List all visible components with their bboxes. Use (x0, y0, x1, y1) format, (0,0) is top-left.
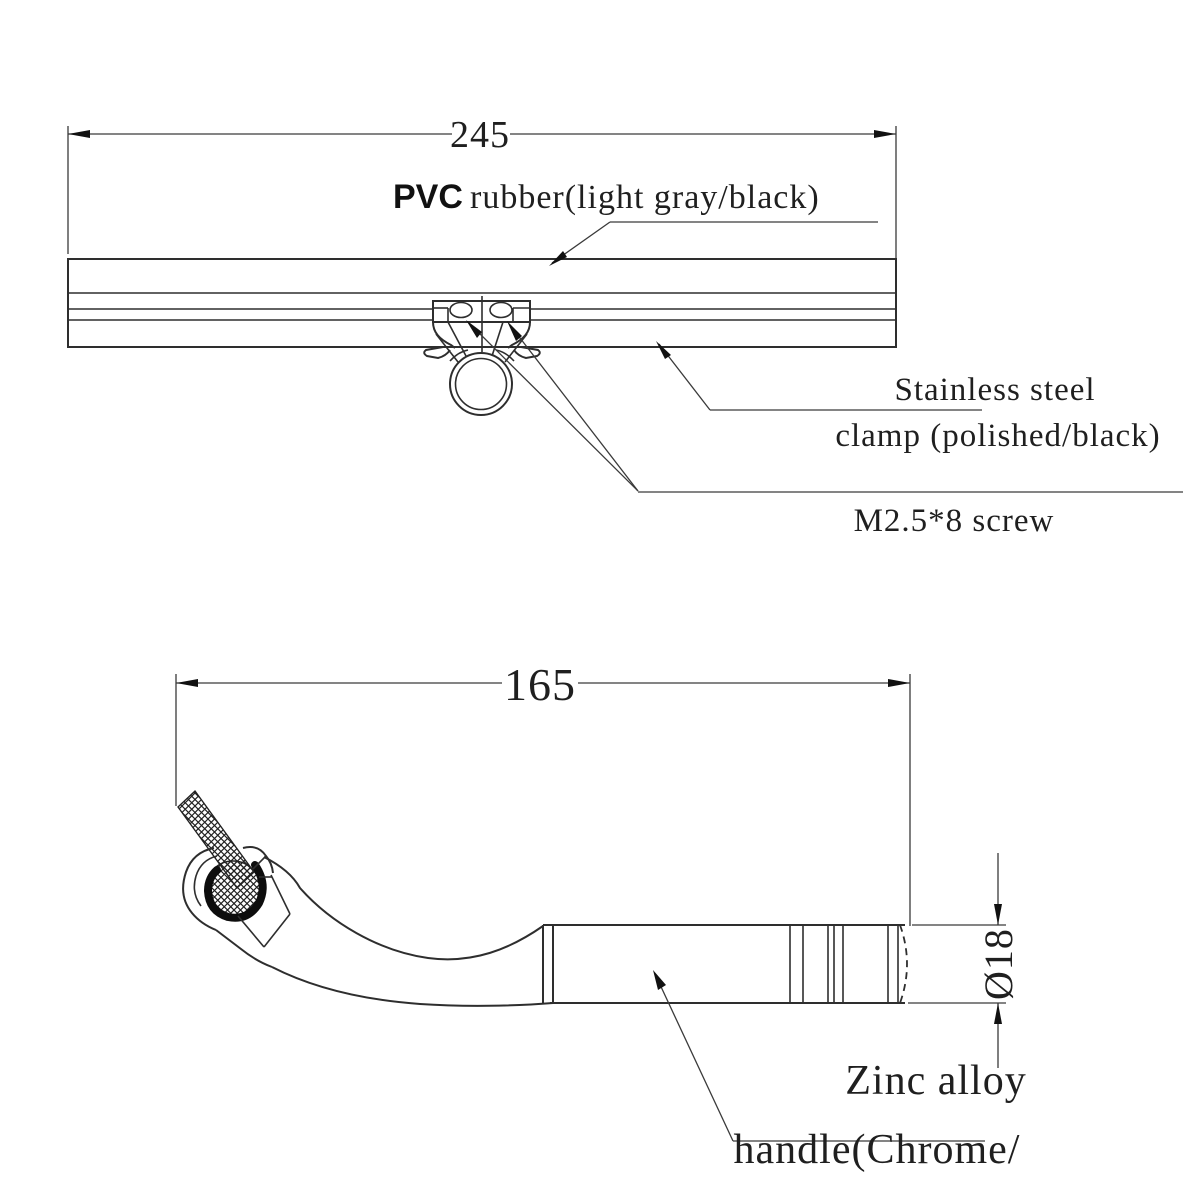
clamp-wing-right (513, 346, 541, 360)
bottom-view: 165 (175, 659, 1026, 1173)
pvc-label-text: rubber(light gray/black) (470, 179, 820, 216)
arrow-left-icon (68, 130, 90, 138)
arrow-left-icon (176, 679, 198, 687)
clamp-label-line2: clamp (polished/black) (835, 418, 1160, 454)
head-facet-1 (252, 855, 267, 870)
dim-245-value: 245 (450, 114, 510, 156)
screw-leader-1 (469, 323, 639, 492)
rubber-hook-outline (203, 861, 267, 922)
screw-hole-left (449, 301, 473, 319)
pvc-arrow-icon (549, 251, 567, 266)
clamp-strut-2 (491, 321, 504, 357)
handle-head (177, 789, 291, 968)
stainless-clamp-label: Stainless steel clamp (polished/black) (656, 341, 1160, 454)
mounting-tube-inner (454, 357, 508, 411)
clamp-strut-1 (447, 321, 467, 357)
handle-body (263, 856, 908, 1007)
dim-diameter-value: Ø18 (976, 928, 1021, 1000)
pvc-label-prefix: PVC (393, 178, 463, 216)
head-left-flange-inner (193, 855, 218, 907)
zinc-leader-diagonal (655, 975, 734, 1142)
dim-165-value: 165 (504, 659, 576, 710)
clamp-wing-left (423, 346, 451, 360)
zinc-arrow-icon (653, 970, 666, 990)
cylinder-end-cap (899, 924, 908, 1004)
dimension-diameter-18: Ø18 (908, 853, 1021, 1068)
collar-arc-right (495, 349, 515, 362)
zinc-label-line1: Zinc alloy (845, 1058, 1026, 1104)
head-facet-3 (263, 913, 291, 948)
screw-leader-2 (509, 324, 639, 492)
clamp-label-line1: Stainless steel (894, 372, 1095, 408)
screw-hole-right (489, 301, 513, 319)
head-bottom-edge (215, 929, 273, 968)
screw-arrow-1-icon (466, 320, 482, 338)
dimension-165: 165 (175, 659, 911, 926)
head-facet-2 (270, 874, 291, 915)
arrow-down-icon (994, 904, 1002, 925)
arrow-right-icon (888, 679, 910, 687)
pvc-rubber-label: PVC rubber(light gray/black) (393, 178, 878, 266)
screw-arrow-2-icon (507, 321, 522, 341)
clamp-strut-4 (504, 333, 528, 363)
clamp-arrow-icon (656, 341, 671, 359)
mounting-tube-outer (449, 352, 513, 416)
screw-label-text: M2.5*8 screw (854, 503, 1055, 539)
zinc-alloy-label: Zinc alloy handle(Chrome/ (653, 970, 1026, 1173)
screw-label: M2.5*8 screw (466, 320, 1183, 539)
head-facet-4 (237, 915, 265, 948)
zinc-label-line2: handle(Chrome/ (734, 1127, 1021, 1173)
top-view: 245 (67, 114, 1183, 539)
collar-arc-left (449, 349, 469, 362)
body-bottom-curve (271, 966, 554, 1007)
dimension-245: 245 (67, 114, 897, 258)
arrow-right-icon (874, 130, 896, 138)
head-left-flange (182, 847, 217, 931)
arrow-up-icon (994, 1003, 1002, 1024)
body-top-curve (263, 856, 544, 961)
clamp (423, 296, 541, 416)
